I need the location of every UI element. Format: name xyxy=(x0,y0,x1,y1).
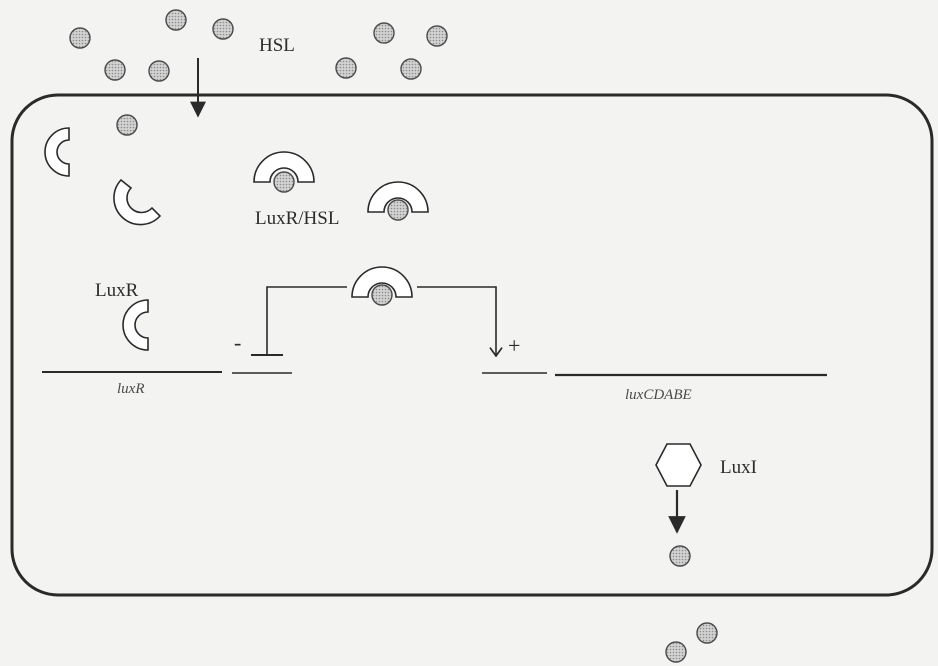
luxr-protein xyxy=(123,300,148,350)
label-luxr: LuxR xyxy=(95,280,139,301)
hsl-molecule xyxy=(427,26,447,46)
hsl-molecule xyxy=(149,61,169,81)
luxr-protein xyxy=(45,128,69,176)
extracellular-hsl-group xyxy=(70,10,717,662)
hsl-molecule xyxy=(166,10,186,30)
cell-membrane xyxy=(12,95,932,595)
hsl-molecule xyxy=(213,19,233,39)
hsl-molecule xyxy=(336,58,356,78)
activation-line xyxy=(417,287,496,356)
hsl-molecule xyxy=(374,23,394,43)
hsl-molecule xyxy=(372,285,392,305)
hsl-molecule xyxy=(697,623,717,643)
hsl-molecule xyxy=(388,200,408,220)
hsl-molecule xyxy=(105,60,125,80)
label-luxi: LuxI xyxy=(720,457,757,478)
luxr-hsl-complex xyxy=(368,182,428,220)
luxr-hsl-complex xyxy=(254,152,314,192)
luxr-protein xyxy=(114,180,160,225)
hsl-molecule xyxy=(401,59,421,79)
luxi-enzyme xyxy=(656,444,701,486)
hsl-molecule xyxy=(670,546,690,566)
activation-sign: + xyxy=(508,333,520,358)
hsl-molecule xyxy=(274,172,294,192)
gene-label-luxcdabe: luxCDABE xyxy=(625,387,692,403)
hsl-molecule xyxy=(70,28,90,48)
gene-label-luxr: luxR xyxy=(117,381,145,397)
luxr-hsl-complex xyxy=(352,267,412,305)
hsl-molecule xyxy=(666,642,686,662)
repression-sign: - xyxy=(234,330,241,355)
label-luxr-hsl: LuxR/HSL xyxy=(255,208,339,229)
repression-line xyxy=(267,287,347,355)
label-hsl: HSL xyxy=(259,35,295,56)
hsl-molecule xyxy=(117,115,137,135)
